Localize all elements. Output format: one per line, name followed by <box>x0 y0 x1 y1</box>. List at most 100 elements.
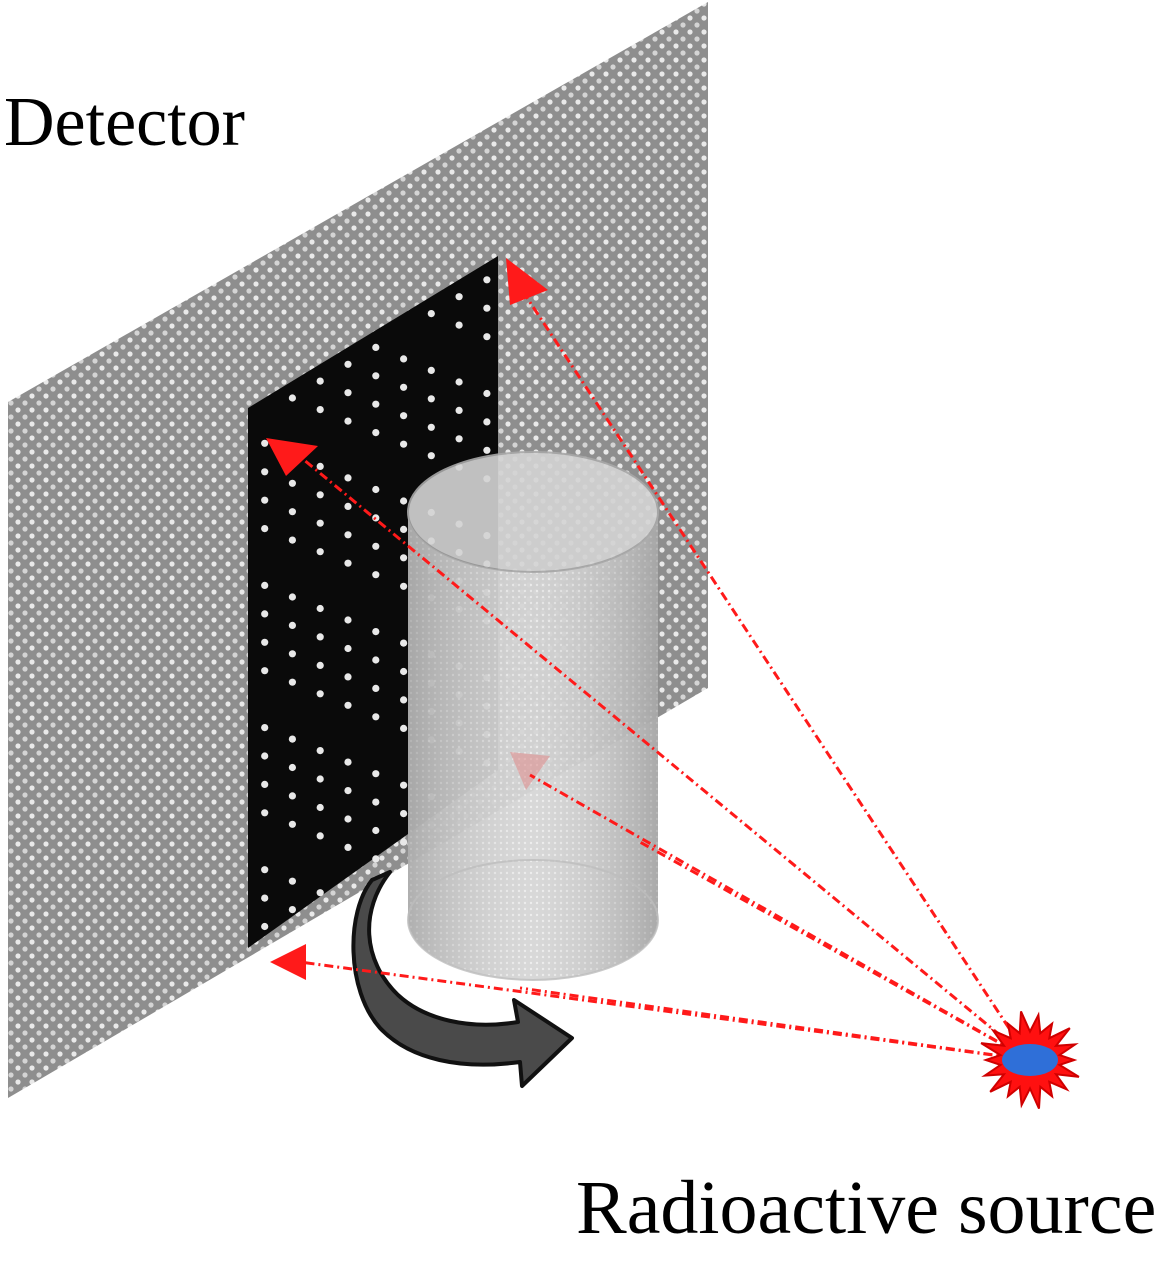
mask-hole <box>400 781 408 789</box>
ray-arrowhead-mask-left <box>266 438 318 476</box>
mask-hole <box>400 724 408 733</box>
mask-hole <box>316 548 324 556</box>
mask-hole <box>372 372 380 380</box>
mask-hole <box>344 644 352 653</box>
mask-hole <box>316 775 324 783</box>
mask-hole <box>372 656 380 664</box>
mask-hole <box>344 360 352 368</box>
mask-hole <box>455 321 463 329</box>
ray-arrowheads <box>266 258 548 980</box>
mask-hole <box>288 763 296 772</box>
mask-hole <box>455 435 463 443</box>
mask-hole <box>483 418 491 426</box>
mask-hole <box>288 906 296 914</box>
mask-hole <box>344 758 352 766</box>
mask-hole <box>344 474 352 482</box>
mask-hole <box>316 661 324 670</box>
mask-hole <box>372 855 380 863</box>
mask-hole <box>400 525 408 534</box>
mask-hole <box>372 798 380 806</box>
mask-hole <box>316 604 324 613</box>
mask-hole <box>483 389 491 398</box>
mask-hole <box>261 610 269 618</box>
mask-hole <box>344 559 352 567</box>
mask-hole <box>427 310 435 318</box>
mask-hole <box>372 400 380 408</box>
mask-hole <box>316 803 324 812</box>
mask-hole <box>261 780 269 789</box>
cylinder-object <box>407 451 659 981</box>
mask-hole <box>288 479 296 487</box>
mask-hole <box>344 616 352 624</box>
mask-hole <box>316 491 324 499</box>
mask-hole <box>400 696 408 704</box>
curved-rotation-arrow-icon <box>351 870 574 1088</box>
mask-hole <box>427 395 435 403</box>
mask-hole <box>372 542 380 550</box>
mask-hole <box>483 304 491 312</box>
mask-hole <box>455 293 463 301</box>
mask-hole <box>288 678 296 686</box>
detector-label: Detector <box>4 84 245 161</box>
mask-hole <box>344 815 352 823</box>
mask-hole <box>372 485 380 494</box>
mask-hole <box>344 787 352 795</box>
mask-hole <box>372 571 380 579</box>
mask-hole <box>261 866 269 874</box>
mask-hole <box>316 690 324 698</box>
mask-hole <box>372 684 380 693</box>
mask-hole <box>400 639 408 647</box>
mask-hole <box>316 519 324 527</box>
mask-hole <box>427 366 435 374</box>
mask-hole <box>400 412 408 420</box>
mask-hole <box>316 406 324 414</box>
mask-hole <box>400 667 408 676</box>
radioactive-source-label: Radioactive source <box>576 1166 1157 1250</box>
mask-hole <box>261 894 269 902</box>
mask-hole <box>372 826 380 835</box>
mask-hole <box>288 650 296 658</box>
mask-hole <box>344 531 352 539</box>
mask-hole <box>261 581 269 590</box>
mask-hole <box>316 462 324 470</box>
mask-hole <box>372 713 380 721</box>
mask-hole <box>288 593 296 601</box>
mask-hole <box>288 536 296 544</box>
mask-hole <box>400 838 408 846</box>
mask-hole <box>288 820 296 828</box>
mask-hole <box>455 406 463 414</box>
mask-hole <box>261 468 269 476</box>
mask-hole <box>400 440 408 448</box>
mask-hole <box>261 724 269 732</box>
mask-hole <box>400 383 408 391</box>
mask-hole <box>372 429 380 437</box>
mask-hole <box>261 922 269 931</box>
mask-hole <box>427 423 435 431</box>
mask-hole <box>316 377 324 385</box>
mask-hole <box>288 877 296 885</box>
mask-hole <box>261 752 269 760</box>
mask-hole <box>316 747 324 755</box>
mask-hole <box>316 889 324 897</box>
mask-hole <box>483 276 491 284</box>
radiation-rays <box>291 274 1032 1062</box>
mask-hole <box>344 701 352 709</box>
mask-hole <box>344 389 352 397</box>
mask-hole <box>372 628 380 636</box>
mask-hole <box>344 502 352 510</box>
mask-hole <box>288 394 296 402</box>
mask-hole <box>261 809 269 817</box>
mask-hole <box>400 497 408 505</box>
mask-hole <box>316 633 324 641</box>
mask-hole <box>344 843 352 852</box>
mask-hole <box>288 735 296 743</box>
mask-hole <box>372 770 380 778</box>
mask-hole <box>483 333 491 341</box>
mask-hole <box>372 343 380 351</box>
mask-hole <box>261 638 269 646</box>
mask-hole <box>288 508 296 516</box>
mask-hole <box>261 496 269 504</box>
mask-hole <box>400 554 408 562</box>
mask-hole <box>400 355 408 363</box>
